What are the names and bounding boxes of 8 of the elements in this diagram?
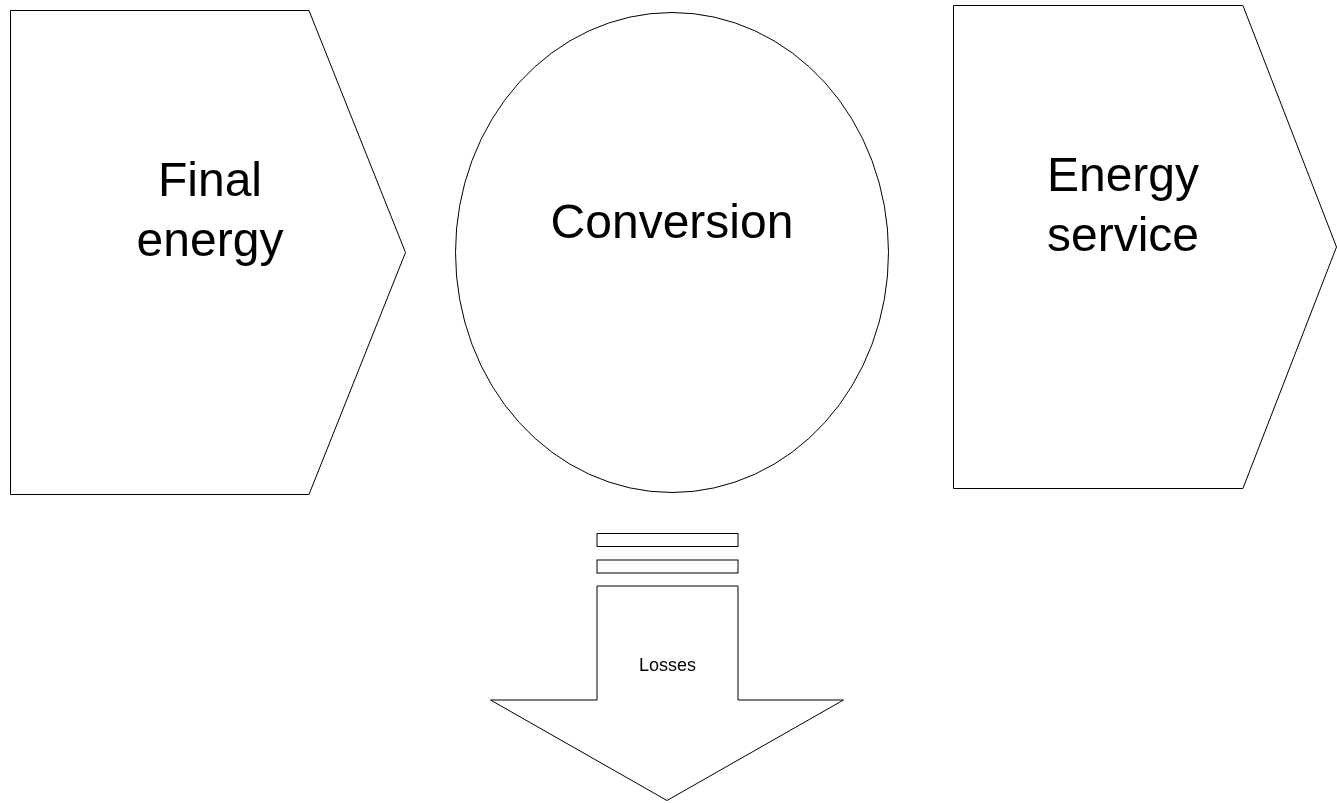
circle-shape xyxy=(455,12,889,493)
node-label: Final energy xyxy=(135,152,285,268)
chevron-shape xyxy=(10,10,406,495)
node-label: Energy service xyxy=(1045,147,1201,263)
chevron-shape xyxy=(953,5,1337,489)
node-label: Conversion xyxy=(550,194,794,250)
block-arrow xyxy=(490,533,844,801)
node-label: Losses xyxy=(638,653,696,677)
